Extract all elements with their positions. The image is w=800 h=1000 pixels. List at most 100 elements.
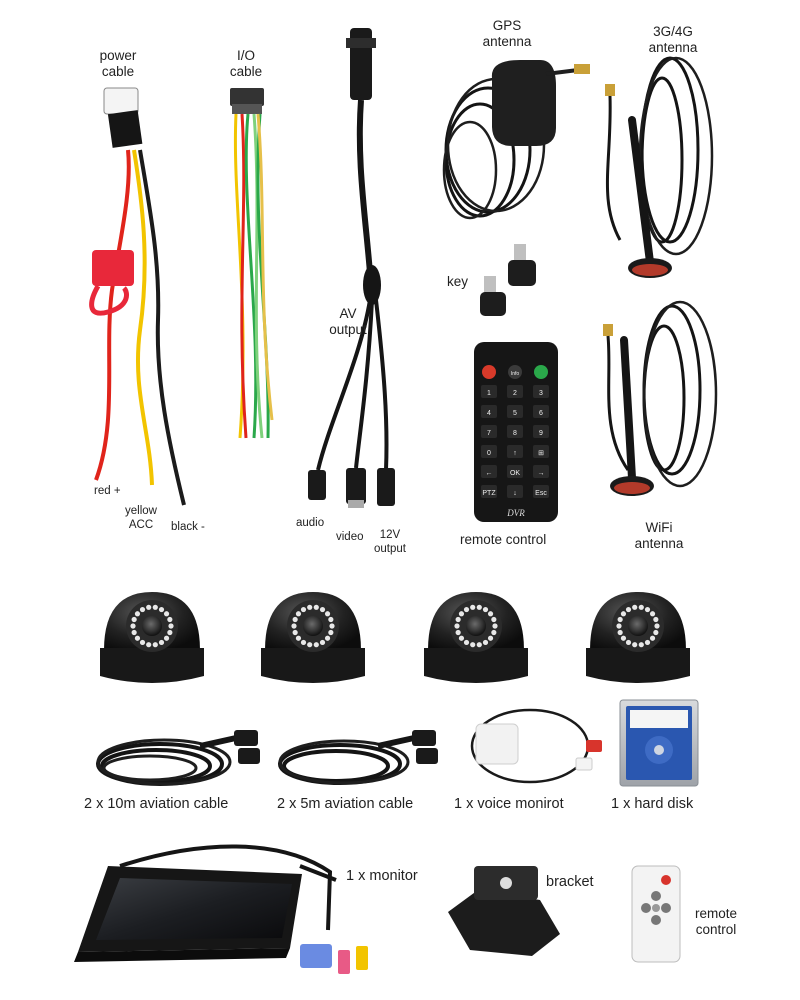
ir-led [470, 604, 476, 610]
remote-key-button [507, 405, 523, 418]
ir-led [649, 611, 656, 617]
cellular-antenna-label: 3G/4G antenna [638, 24, 708, 56]
voice-monitor [470, 708, 602, 784]
ir-led [458, 611, 465, 617]
av-output-label: AV output [320, 306, 376, 338]
car-monitor [74, 844, 368, 974]
power-connector [103, 87, 139, 115]
ir-led [482, 606, 489, 613]
av-output-cable [308, 28, 395, 508]
remote-key-label: 9 [539, 430, 543, 437]
ir-led [139, 639, 146, 646]
remote-key-label: → [538, 470, 545, 477]
remote-key-button [481, 485, 497, 498]
twelve-volt-output-label-line2: output [374, 543, 406, 555]
ir-led [131, 616, 137, 623]
video-bnc-plug [346, 468, 366, 504]
ir-led [134, 611, 141, 617]
ir-led [324, 635, 331, 641]
ir-led [130, 623, 136, 629]
black-wire-label: black - [171, 521, 205, 533]
fuse-holder [92, 250, 134, 286]
ir-led [654, 623, 660, 629]
hard-disk [619, 699, 699, 787]
ir-led [328, 629, 334, 636]
ir-led [487, 635, 494, 641]
ir-led [455, 616, 461, 623]
dome-camera-4 [586, 592, 690, 683]
audio-label: audio [296, 517, 325, 529]
ir-led [617, 629, 623, 636]
ir-led [146, 604, 152, 610]
ir-led [491, 616, 497, 623]
remote-key-label: OK [510, 470, 520, 477]
ir-led [313, 642, 319, 648]
yellow-wire-label: yellow ACC [118, 504, 164, 532]
ir-led [152, 604, 158, 610]
ir-led [625, 606, 632, 613]
wifi-antenna-label-line1: WiFi [645, 520, 673, 535]
ir-led [292, 616, 298, 623]
aviation-cable-5m [278, 730, 438, 785]
remote-key-button [507, 425, 523, 438]
small-remote-label: remote control [686, 906, 746, 938]
ir-led [487, 611, 494, 617]
key-label: key [447, 274, 469, 289]
remote-key-label: ← [486, 470, 493, 477]
ir-led [168, 623, 174, 629]
remote-key-label: 2 [513, 390, 517, 397]
small-remote-label-line1: remote [694, 906, 738, 921]
ir-led [632, 604, 638, 610]
remote-key-label: 5 [513, 410, 517, 417]
ir-led [625, 639, 632, 646]
ir-led [653, 629, 659, 636]
ir-led [463, 606, 470, 613]
ir-led [463, 639, 470, 646]
remote-key-label: 6 [539, 410, 543, 417]
remote-key-button [533, 425, 549, 438]
remote-power-button [482, 365, 496, 379]
av-output-label-line1: AV [339, 306, 357, 321]
remote-key-button [481, 385, 497, 398]
ir-led [324, 611, 331, 617]
audio-plug [308, 470, 326, 500]
dome-camera-3 [424, 592, 528, 683]
remote-key-button [481, 405, 497, 418]
remote-key-button [533, 465, 549, 478]
ir-led [632, 642, 638, 648]
cellular-antenna [605, 56, 714, 278]
ir-led [146, 642, 152, 648]
remote-key-button [507, 445, 523, 458]
aviation-cable-10m [96, 730, 260, 786]
remote-key-button [533, 405, 549, 418]
dome-camera-2 [261, 592, 365, 683]
cellular-antenna-label-line2: antenna [648, 40, 698, 55]
ir-led [131, 629, 137, 636]
ir-led [644, 606, 651, 613]
ir-led [649, 635, 656, 641]
remote-key-button [481, 465, 497, 478]
remote-key-label: 7 [487, 430, 491, 437]
key-2 [508, 260, 536, 286]
small-remote-label-line2: control [695, 922, 737, 937]
ir-led [134, 635, 141, 641]
vga-connector [300, 944, 332, 968]
ir-led [455, 629, 461, 636]
remote-key-button [507, 385, 523, 398]
ir-led [329, 623, 335, 629]
remote-key-button [481, 445, 497, 458]
dc-plug [377, 468, 395, 506]
remote-key-label: 0 [487, 450, 491, 457]
ir-led [167, 616, 173, 623]
hard-disk-text-label: 1 x hard disk [611, 796, 694, 812]
dome-cameras [100, 592, 690, 683]
ir-led [313, 604, 319, 610]
dome-camera-1 [100, 592, 204, 683]
ir-led [616, 623, 622, 629]
ir-led [163, 635, 170, 641]
ir-led [163, 611, 170, 617]
ir-led [292, 629, 298, 636]
voice-monitor-label: 1 x voice monirot [454, 796, 564, 812]
remote-key-button [481, 425, 497, 438]
